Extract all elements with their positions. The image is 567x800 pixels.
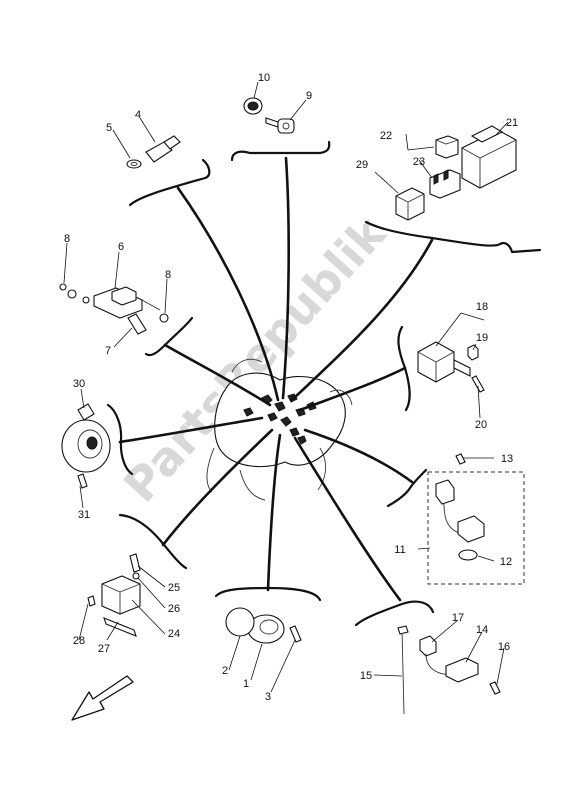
part-connector-23 bbox=[429, 169, 461, 199]
callout-4: 4 bbox=[135, 109, 141, 121]
part-horn-30 bbox=[61, 403, 111, 473]
callout-3: 3 bbox=[265, 691, 271, 703]
callout-14: 14 bbox=[476, 624, 488, 636]
part-bolt-20 bbox=[471, 375, 485, 393]
callout-13: 13 bbox=[501, 453, 513, 465]
group-brackets bbox=[106, 140, 542, 627]
callout-17: 17 bbox=[452, 612, 464, 624]
part-bracket-6 bbox=[67, 286, 161, 319]
frame-hub bbox=[206, 358, 353, 501]
part-clip-19 bbox=[467, 344, 479, 361]
callout-8a: 8 bbox=[64, 233, 70, 245]
arrow-down-left-icon bbox=[71, 675, 134, 721]
part-switch-9 bbox=[265, 117, 295, 134]
part-bolt-31 bbox=[77, 473, 88, 489]
part-relay-21 bbox=[461, 125, 517, 189]
callout-15: 15 bbox=[360, 670, 372, 682]
callout-25: 25 bbox=[168, 582, 180, 594]
part-washer-5 bbox=[126, 159, 142, 169]
callout-28: 28 bbox=[73, 635, 85, 647]
callout-7: 7 bbox=[105, 345, 111, 357]
harness-clamps bbox=[243, 393, 317, 445]
callout-26: 26 bbox=[168, 603, 180, 615]
callout-labels: 1 2 3 4 5 6 7 8 8 9 10 11 12 13 14 15 16… bbox=[64, 72, 518, 703]
callout-8b: 8 bbox=[165, 269, 171, 281]
part-grommet-10 bbox=[243, 97, 263, 115]
part-relay-18 bbox=[417, 341, 471, 383]
callout-18: 18 bbox=[476, 301, 488, 313]
callout-12: 12 bbox=[500, 556, 512, 568]
part-sensor-4 bbox=[145, 135, 181, 163]
part-relay-22 bbox=[435, 135, 459, 159]
callout-23: 23 bbox=[413, 156, 425, 168]
callout-20: 20 bbox=[475, 419, 487, 431]
wiring-harness bbox=[118, 156, 434, 602]
callout-6: 6 bbox=[118, 241, 124, 253]
callout-10: 10 bbox=[258, 72, 270, 84]
part-sensor-14 bbox=[397, 625, 501, 715]
callout-5: 5 bbox=[106, 122, 112, 134]
part-screw-7 bbox=[127, 313, 147, 335]
callout-31: 31 bbox=[78, 509, 90, 521]
callout-11: 11 bbox=[394, 544, 405, 556]
part-nut-8 bbox=[59, 283, 169, 323]
callout-27: 27 bbox=[98, 643, 110, 655]
leader-lines bbox=[63, 81, 509, 693]
callout-1: 1 bbox=[243, 678, 249, 690]
part-horn-1 bbox=[225, 607, 302, 644]
callout-22: 22 bbox=[380, 130, 392, 142]
callout-9: 9 bbox=[306, 90, 312, 102]
callout-2: 2 bbox=[222, 665, 228, 677]
callout-21: 21 bbox=[506, 117, 518, 129]
callout-30: 30 bbox=[73, 378, 85, 390]
callout-16: 16 bbox=[498, 641, 510, 653]
part-relay-29 bbox=[395, 187, 425, 221]
callout-29: 29 bbox=[356, 159, 368, 171]
part-bracket-24 bbox=[87, 553, 141, 637]
callout-19: 19 bbox=[476, 332, 488, 344]
callout-24: 24 bbox=[168, 628, 180, 640]
part-group-11 bbox=[427, 453, 525, 585]
